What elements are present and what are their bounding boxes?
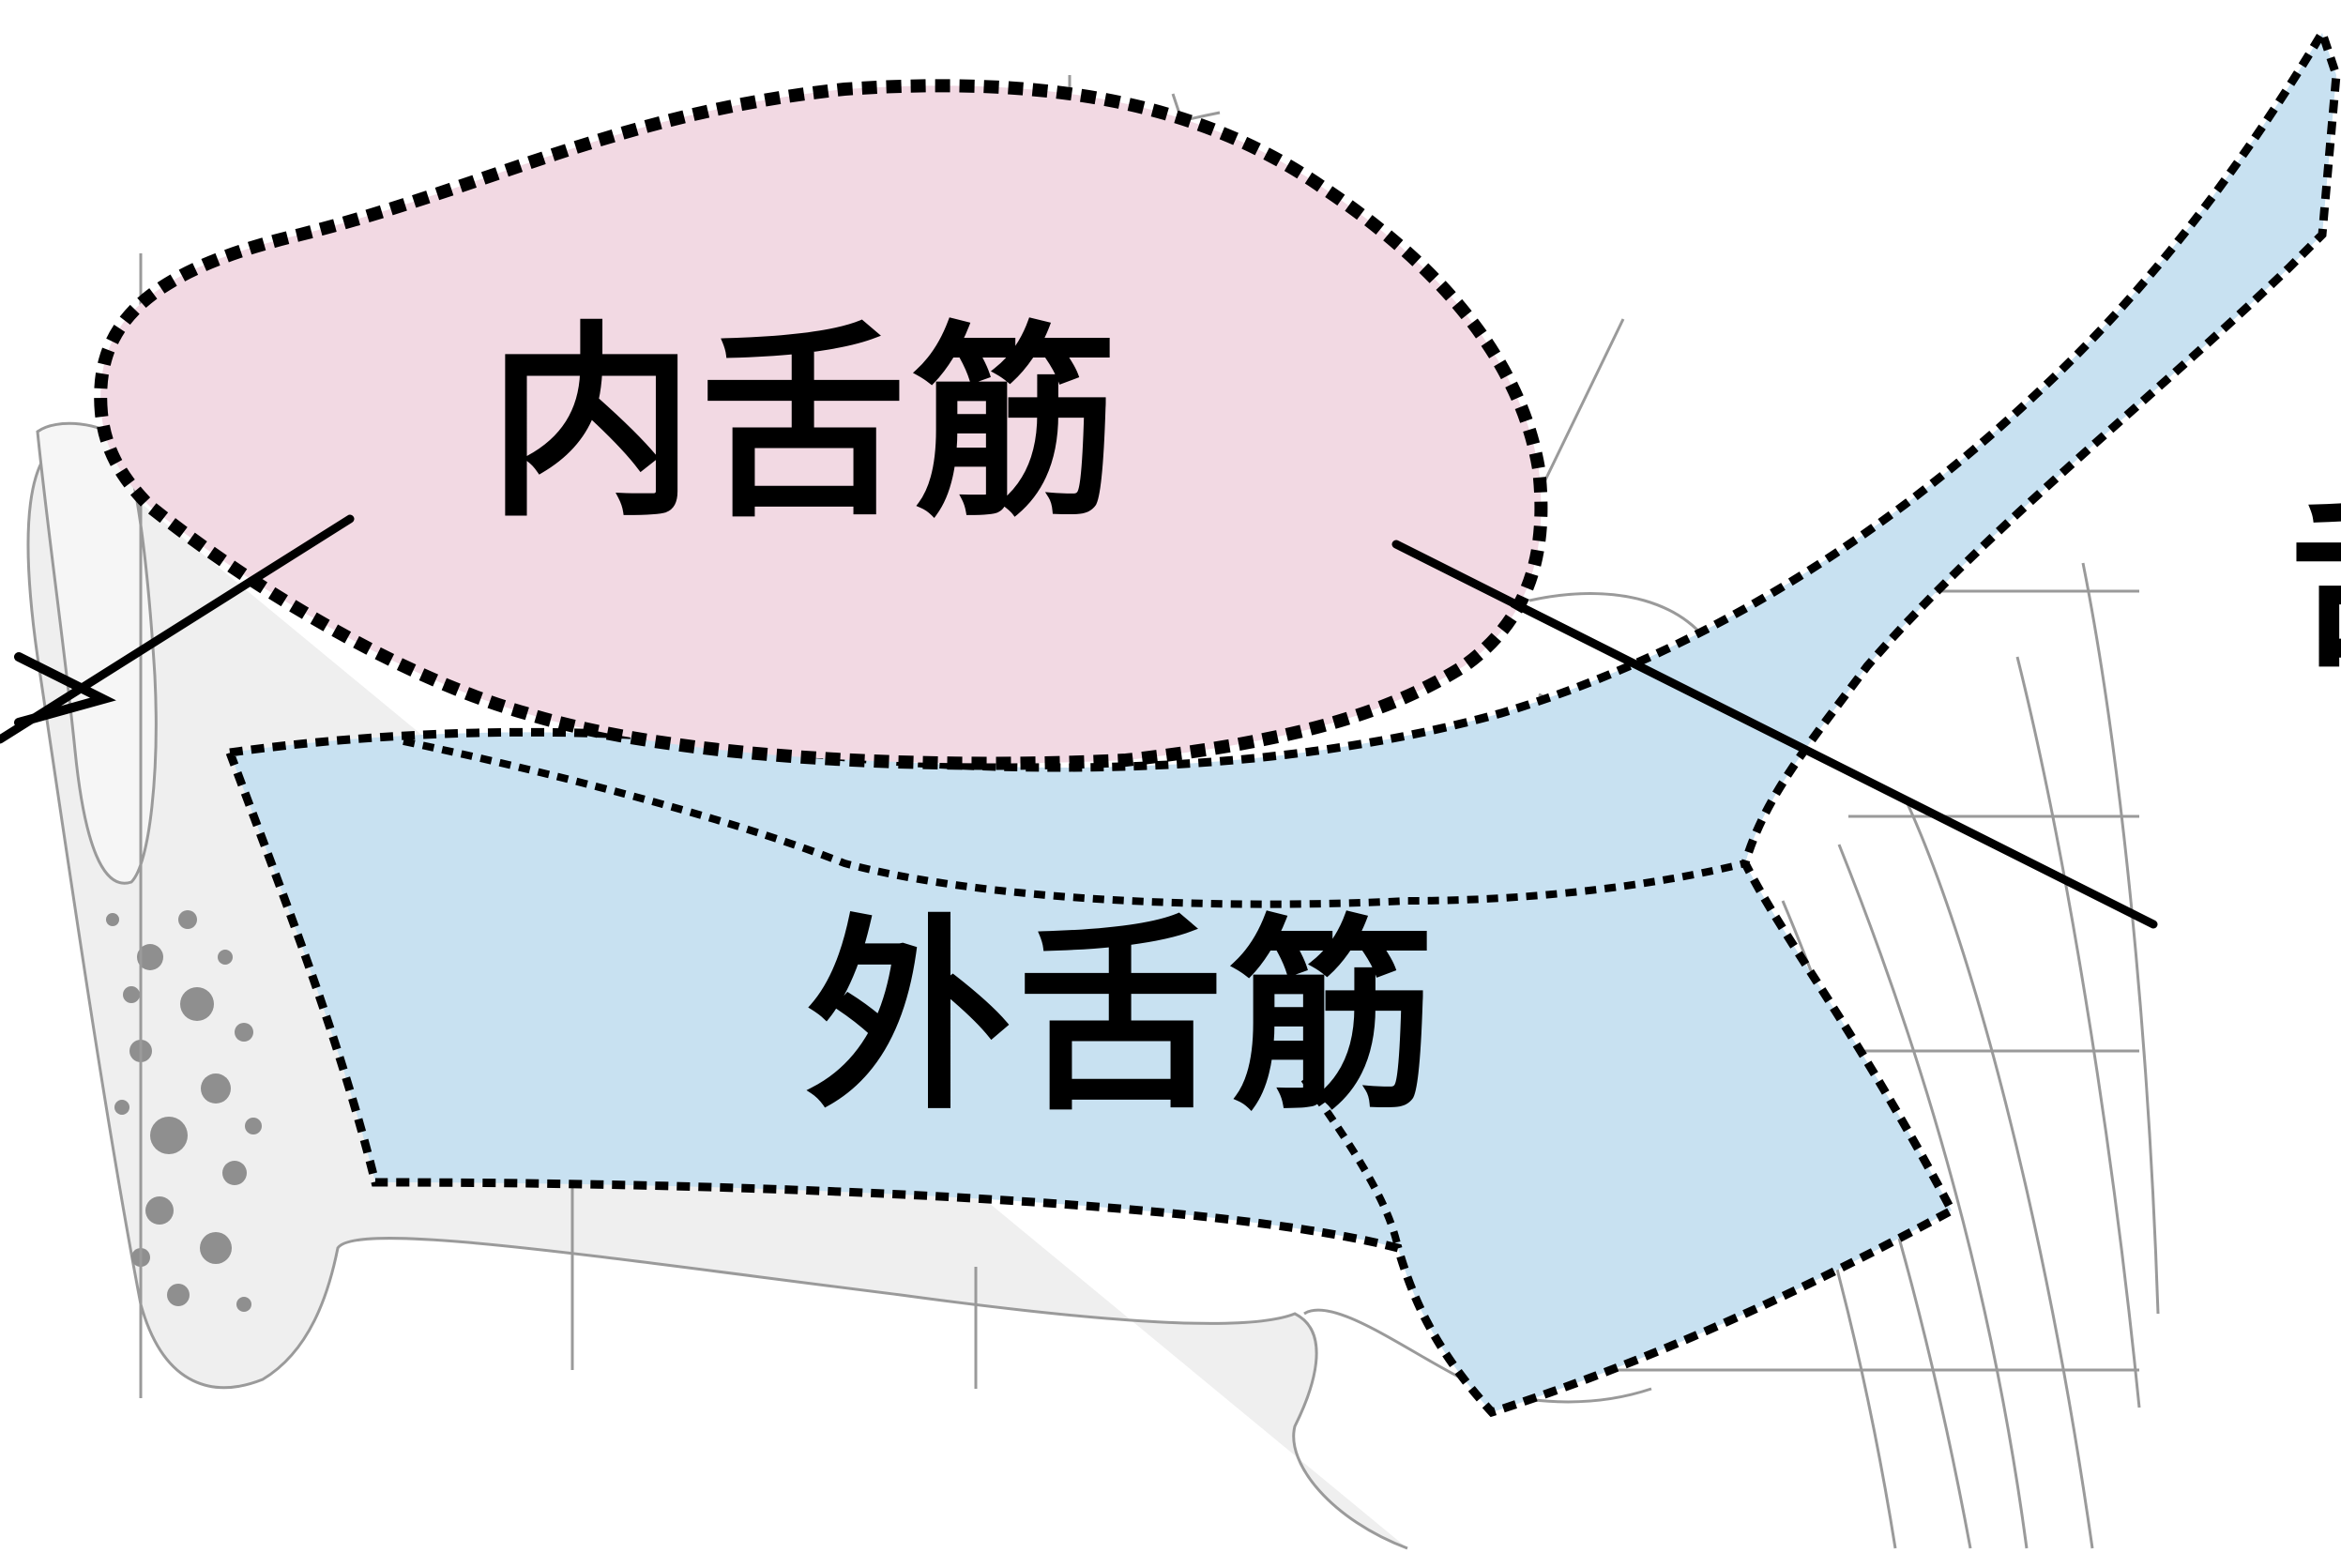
extrinsic-muscle-label: 外舌筋 [805, 897, 1441, 1137]
pointer-lines [0, 514, 2158, 929]
extrinsic-muscle-region [223, 23, 2341, 1418]
extrinsic-divider-line-2 [1300, 1076, 1402, 1249]
cut-off-label-right: 舌 [2289, 474, 2341, 693]
intrinsic-muscle-region [94, 79, 1548, 770]
arrow-head-left [14, 652, 116, 727]
pointer-line-left [0, 514, 355, 744]
spongy-bone-texture [106, 910, 262, 1312]
intrinsic-muscle-label: 内舌筋 [488, 304, 1124, 544]
pointer-line-right [1391, 540, 2158, 929]
